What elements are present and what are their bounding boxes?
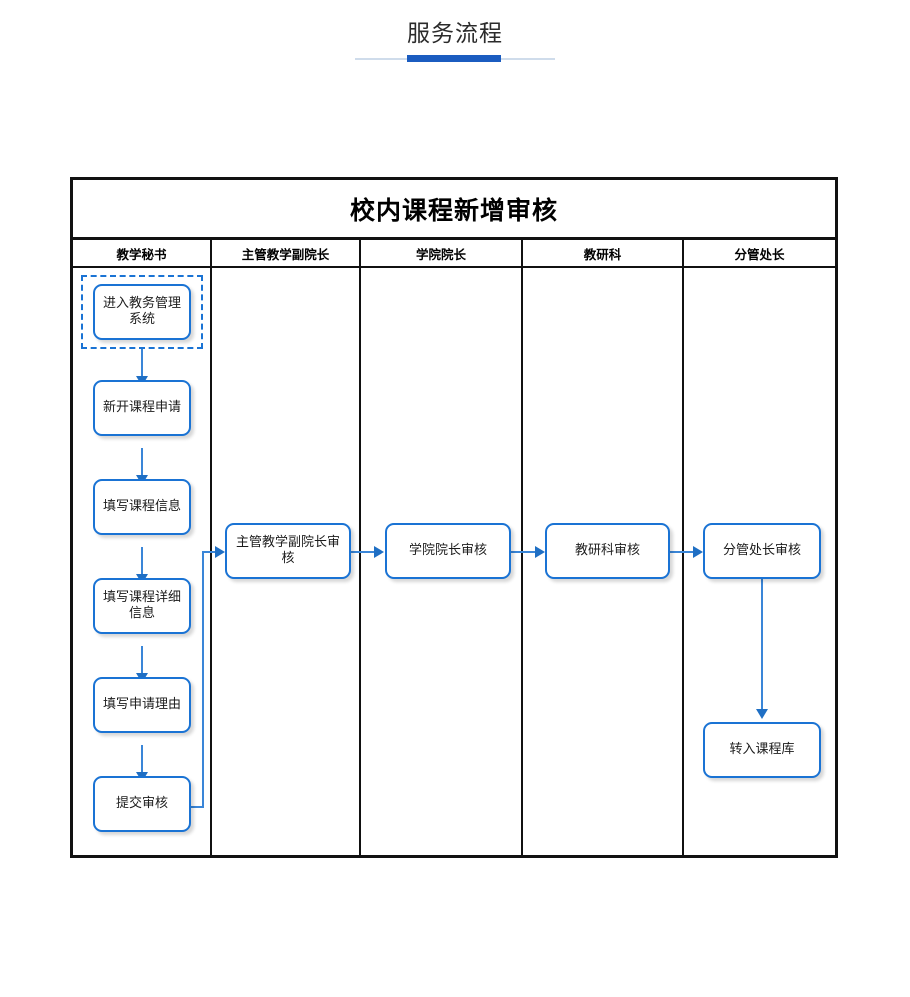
- connector-n1-n2-line: [141, 349, 143, 380]
- lane-header-jiaoxuemishu: 教学秘书: [73, 240, 212, 266]
- flowchart-title: 校内课程新增审核: [73, 180, 835, 240]
- lane-body: [73, 268, 835, 855]
- node-transfer-to-course-library[interactable]: 转入课程库: [703, 722, 821, 778]
- connector-n2-n3-line: [141, 448, 143, 479]
- connector-n4-n5-line: [141, 646, 143, 677]
- lane-header-jiaoyanke: 教研科: [523, 240, 684, 266]
- node-review-vice-dean[interactable]: 主管教学副院长审核: [225, 523, 351, 579]
- connector-n6-n7-seg-h1: [181, 806, 203, 808]
- connector-n8-n9-arrow: [535, 546, 545, 558]
- page-title: 服务流程: [407, 21, 503, 47]
- lane-header-row: 教学秘书 主管教学副院长 学院院长 教研科 分管处长: [73, 240, 835, 268]
- connector-n6-n7-arrow: [215, 546, 225, 558]
- connector-n6-n7-seg-v: [202, 551, 204, 808]
- connector-n9-n10-arrow: [693, 546, 703, 558]
- heading-rule-accent: [407, 55, 501, 62]
- connector-n7-n8-line: [351, 551, 377, 553]
- lane-header-zhuguanfuyuanzhang: 主管教学副院长: [212, 240, 361, 266]
- connector-n8-n9-line: [511, 551, 538, 553]
- connector-n7-n8-arrow: [374, 546, 384, 558]
- lane-header-xueyuanyuanzhang: 学院院长: [361, 240, 523, 266]
- flowchart-swimlane-table: 校内课程新增审核 教学秘书 主管教学副院长 学院院长 教研科 分管处长: [70, 177, 838, 858]
- node-selection-ring[interactable]: [81, 275, 203, 349]
- connector-n9-n10-line: [670, 551, 696, 553]
- connector-n6-n7-seg-h2: [202, 551, 217, 553]
- node-new-course-application[interactable]: 新开课程申请: [93, 380, 191, 436]
- lane-column-jiaoxuemishu: [73, 268, 212, 855]
- lane-column-zhuguanfuyuanzhang: [212, 268, 361, 855]
- node-enter-academic-system[interactable]: 进入教务管理系统: [93, 284, 191, 340]
- node-review-department-head[interactable]: 分管处长审核: [703, 523, 821, 579]
- lane-column-xueyuanyuanzhang: [361, 268, 523, 855]
- node-fill-course-info[interactable]: 填写课程信息: [93, 479, 191, 535]
- node-review-teaching-research-office[interactable]: 教研科审核: [545, 523, 670, 579]
- node-fill-course-detail-info[interactable]: 填写课程详细信息: [93, 578, 191, 634]
- connector-n3-n4-line: [141, 547, 143, 578]
- connector-n5-n6-line: [141, 745, 143, 776]
- connector-n10-n11-arrow: [756, 709, 768, 719]
- node-fill-application-reason[interactable]: 填写申请理由: [93, 677, 191, 733]
- connector-n10-n11-line: [761, 579, 763, 713]
- lane-column-jiaoyanke: [523, 268, 684, 855]
- lane-header-fenguanchuzhang: 分管处长: [734, 246, 785, 262]
- node-submit-review[interactable]: 提交审核: [93, 776, 191, 832]
- node-review-dean[interactable]: 学院院长审核: [385, 523, 511, 579]
